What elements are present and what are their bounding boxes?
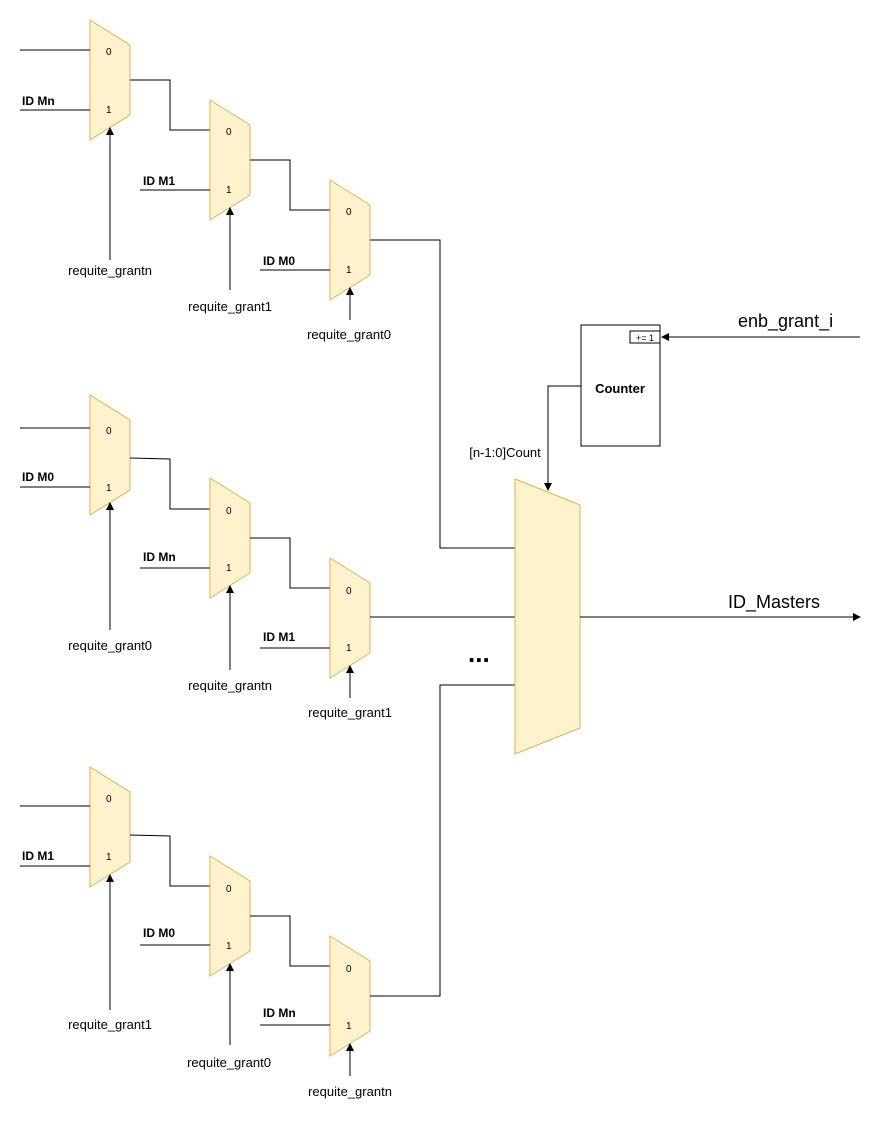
mux-2a-in0-label: 0 bbox=[106, 426, 112, 437]
mux-3c-in1-label: 1 bbox=[346, 1021, 352, 1032]
mux-1a-in0-label: 0 bbox=[106, 47, 112, 58]
mux-3c-id-label: ID Mn bbox=[263, 1006, 296, 1020]
mux-2c-id-label: ID M1 bbox=[263, 630, 295, 644]
mux-1b-in1-label: 1 bbox=[226, 185, 232, 196]
mux-1c: 0 1 ID M0 requite_grant0 bbox=[260, 179, 391, 342]
mux-group-2: 0 1 ID M0 requite_grant0 0 1 ID Mn requi… bbox=[20, 394, 515, 720]
counter-increment-label: += 1 bbox=[636, 333, 654, 343]
mux-2b-in0-label: 0 bbox=[226, 506, 232, 517]
mux-3a-select-label: requite_grant1 bbox=[68, 1017, 152, 1032]
mux-1c-body bbox=[329, 179, 371, 301]
mux-3b: 0 1 ID M0 requite_grant0 bbox=[140, 855, 271, 1070]
mux-1c-select-label: requite_grant0 bbox=[307, 327, 391, 342]
count-label: [n-1:0]Count bbox=[469, 445, 541, 460]
mux-group-1: 0 1 ID Mn requite_grantn 0 1 ID M1 requi… bbox=[20, 19, 515, 549]
wire-2a-to-2b bbox=[129, 457, 210, 510]
mux-3a-in0-label: 0 bbox=[106, 794, 112, 805]
mux-2c-in0-label: 0 bbox=[346, 586, 352, 597]
counter-label: Counter bbox=[595, 381, 645, 396]
mux-2c-body bbox=[329, 557, 371, 679]
mux-2a-in1-label: 1 bbox=[106, 483, 112, 494]
mux-1b: 0 1 ID M1 requite_grant1 bbox=[140, 99, 272, 314]
mux-2b: 0 1 ID Mn requite_grantn bbox=[140, 477, 272, 693]
wire-group3-to-main-mux bbox=[370, 684, 515, 997]
wire-1b-to-1c bbox=[250, 159, 330, 211]
mux-3c-select-label: requite_grantn bbox=[308, 1084, 392, 1099]
mux-1a-in1-label: 1 bbox=[106, 105, 112, 116]
mux-1c-in0-label: 0 bbox=[346, 207, 352, 218]
mux-3b-in0-label: 0 bbox=[226, 884, 232, 895]
mux-2b-in1-label: 1 bbox=[226, 563, 232, 574]
mux-2c: 0 1 ID M1 requite_grant1 bbox=[260, 557, 392, 720]
mux-3c-in0-label: 0 bbox=[346, 964, 352, 975]
mux-1c-id-label: ID M0 bbox=[263, 254, 295, 268]
mux-2c-select-label: requite_grant1 bbox=[308, 705, 392, 720]
enable-label: enb_grant_i bbox=[738, 311, 833, 332]
mux-3b-body bbox=[209, 855, 251, 977]
mux-3a: 0 1 ID M1 requite_grant1 bbox=[20, 766, 152, 1032]
count-select-arrow bbox=[544, 385, 581, 491]
mux-1b-in0-label: 0 bbox=[226, 127, 232, 138]
main-mux bbox=[514, 478, 581, 755]
mux-3c: 0 1 ID Mn requite_grantn bbox=[260, 935, 392, 1099]
counter-box bbox=[580, 324, 661, 447]
mux-3b-select-label: requite_grant0 bbox=[187, 1055, 271, 1070]
wire-3b-to-3c bbox=[250, 915, 330, 967]
mux-3b-in1-label: 1 bbox=[226, 941, 232, 952]
mux-1a-body bbox=[89, 19, 131, 141]
mux-1a-select-label: requite_grantn bbox=[68, 263, 152, 278]
mux-1b-select-label: requite_grant1 bbox=[188, 299, 272, 314]
mux-1b-id-label: ID M1 bbox=[143, 174, 175, 188]
mux-3b-id-label: ID M0 bbox=[143, 926, 175, 940]
mux-1b-body bbox=[209, 99, 251, 221]
mux-1a: 0 1 ID Mn requite_grantn bbox=[20, 19, 152, 278]
mux-2a-body bbox=[89, 394, 131, 516]
mux-2b-select-label: requite_grantn bbox=[188, 678, 272, 693]
mux-3a-id-label: ID M1 bbox=[22, 849, 54, 863]
wire-2b-to-2c bbox=[250, 537, 330, 589]
mux-2c-in1-label: 1 bbox=[346, 643, 352, 654]
mux-3a-body bbox=[89, 766, 131, 888]
counter-increment-box bbox=[629, 330, 661, 344]
mux-3a-in1-label: 1 bbox=[106, 852, 112, 863]
mux-1c-in1-label: 1 bbox=[346, 265, 352, 276]
more-inputs-ellipsis: ... bbox=[468, 638, 490, 668]
mux-1a-id-label: ID Mn bbox=[22, 94, 55, 108]
mux-2a: 0 1 ID M0 requite_grant0 bbox=[20, 394, 152, 653]
mux-group-3: 0 1 ID M1 requite_grant1 0 1 ID M0 requi… bbox=[20, 684, 515, 1099]
wire-group1-to-main-mux bbox=[370, 239, 515, 549]
wire-3a-to-3b bbox=[129, 834, 210, 887]
mux-2a-select-label: requite_grant0 bbox=[68, 638, 152, 653]
mux-2a-id-label: ID M0 bbox=[22, 470, 54, 484]
output-label: ID_Masters bbox=[728, 592, 820, 613]
mux-3c-body bbox=[329, 935, 371, 1057]
wire-1a-to-1b bbox=[130, 79, 210, 131]
mux-2b-body bbox=[209, 477, 251, 599]
mux-2b-id-label: ID Mn bbox=[143, 550, 176, 564]
